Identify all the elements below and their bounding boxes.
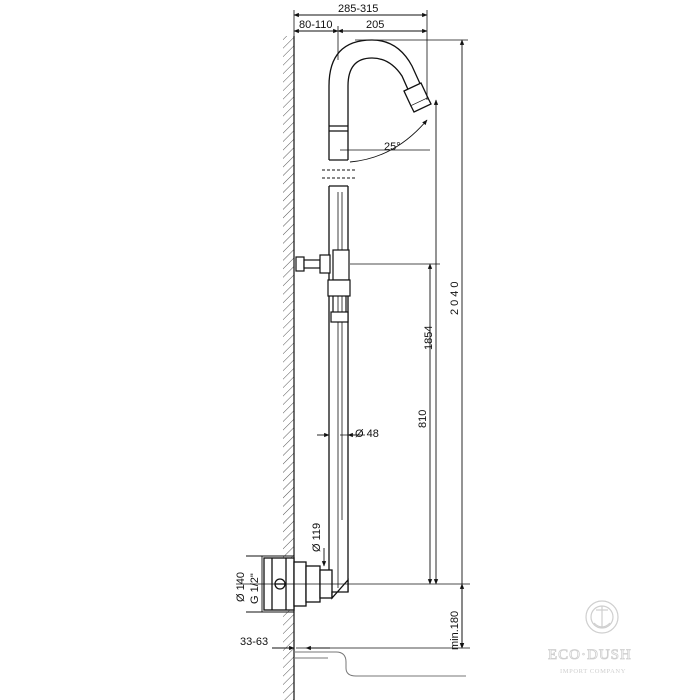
floor-outline (294, 651, 466, 677)
dim-flange-diameter: Ø 119 (311, 523, 323, 552)
shower-column (328, 185, 349, 592)
break-line (322, 169, 355, 179)
dim-bracket-height: 1854 (423, 326, 435, 350)
spout (328, 39, 432, 161)
dim-spout-reach: 205 (366, 19, 384, 31)
dim-overall-width: 285-315 (338, 3, 378, 15)
dim-total-height: 2040 (449, 279, 461, 315)
dim-min-height: min.180 (449, 611, 461, 650)
hand-shower-bracket (295, 249, 351, 323)
watermark-logo (585, 600, 619, 634)
dim-base-diameter: Ø 140 (235, 572, 247, 602)
dim-wall-to-pipe: 80-110 (299, 19, 332, 31)
dim-pipe-diameter: Ø 48 (355, 428, 379, 440)
watermark-brand: ECO·DUSH (548, 647, 632, 663)
dimension-lines (246, 12, 465, 651)
dim-wall-depth: 33-63 (240, 636, 268, 648)
dim-spout-angle: 25° (384, 141, 401, 153)
dim-lower-height: 810 (417, 410, 429, 428)
dim-thread: G 1/2" (249, 573, 261, 604)
watermark-subtitle: IMPORT COMPANY (560, 668, 626, 675)
